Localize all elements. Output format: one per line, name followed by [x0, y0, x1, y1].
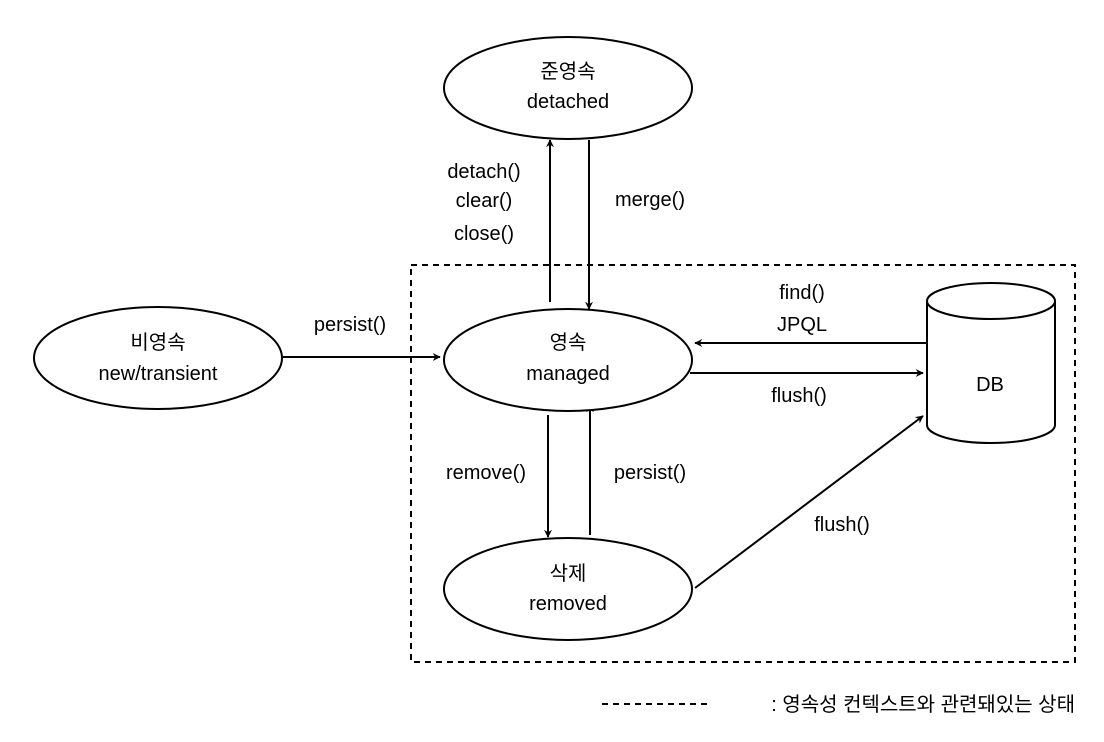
node-db: DB [926, 282, 1056, 444]
legend-text: : 영속성 컨텍스트와 관련돼있는 상태 [771, 693, 1075, 716]
node-managed: 영속 managed [443, 308, 693, 412]
persistence-context-boundary [410, 264, 1076, 663]
label-flush-managed: flush() [771, 385, 827, 407]
label-clear: clear() [456, 190, 513, 212]
label-detach: detach() [447, 161, 520, 183]
label-persist-removed: persist() [614, 462, 686, 484]
label-flush-removed: flush() [814, 514, 870, 536]
node-transient-subtitle: new/transient [99, 363, 218, 385]
label-merge: merge() [615, 189, 685, 211]
node-removed-subtitle: removed [529, 593, 607, 615]
edge-flush-removed [694, 415, 924, 589]
node-removed-title: 삭제 [550, 562, 587, 585]
node-managed-subtitle: managed [526, 363, 609, 385]
node-transient-title: 비영속 [130, 331, 185, 354]
label-jpql: JPQL [777, 314, 827, 336]
label-remove: remove() [446, 462, 526, 484]
node-detached-title: 준영속 [540, 60, 595, 83]
node-db-label: DB [976, 374, 1004, 396]
node-managed-title: 영속 [550, 331, 587, 354]
node-removed: 삭제 removed [443, 537, 693, 641]
node-transient: 비영속 new/transient [33, 306, 283, 410]
label-persist-new: persist() [314, 314, 386, 336]
label-find: find() [779, 282, 825, 304]
node-detached: 준영속 detached [443, 36, 693, 140]
label-close: close() [454, 223, 514, 245]
node-detached-subtitle: detached [527, 91, 609, 113]
